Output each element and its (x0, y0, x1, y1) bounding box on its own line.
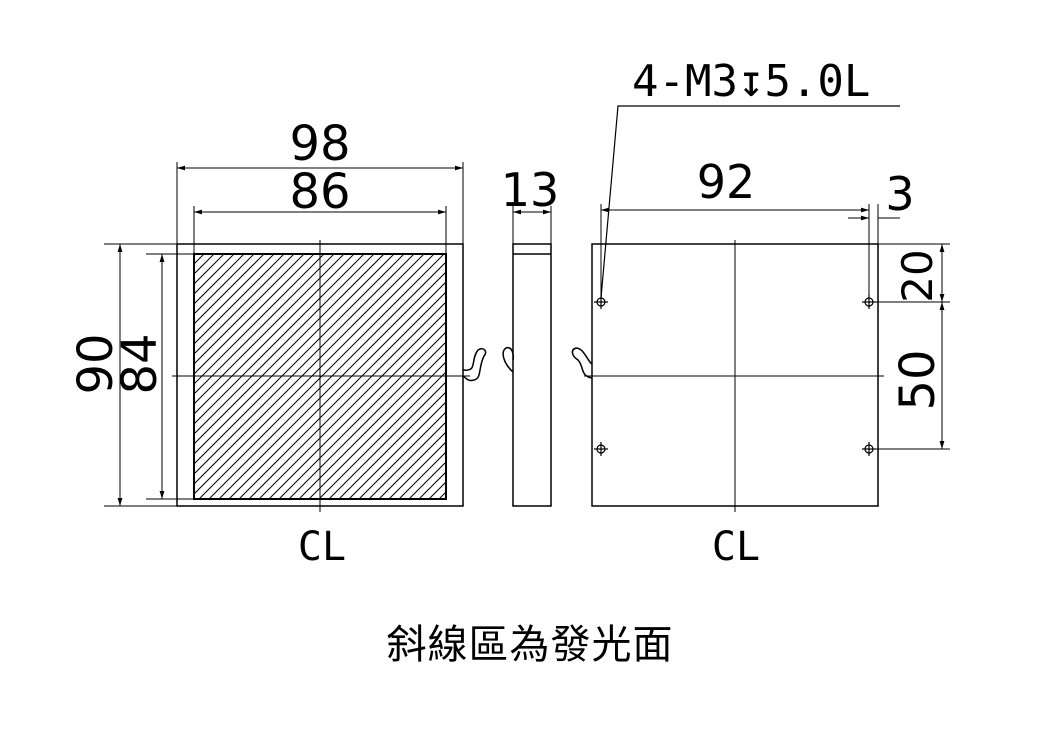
back-break-mark (571, 347, 593, 379)
side-body (512, 243, 552, 507)
dim-13: 13 (501, 163, 560, 217)
back-view (571, 105, 950, 512)
dim-50: 50 (890, 349, 946, 410)
hatch-line (388, 441, 446, 499)
hatch-line (328, 381, 446, 499)
hatch-line (358, 411, 446, 499)
dim-20: 20 (893, 249, 942, 302)
break-mark (462, 347, 487, 382)
back-centerline-label: CL (712, 524, 760, 570)
front-view (104, 162, 487, 512)
hatch-line (194, 254, 255, 315)
emitting-area-note: 斜線區為發光面 (386, 622, 674, 668)
hatch-line (338, 391, 446, 499)
front-centerline-label: CL (298, 524, 346, 570)
hatch-line (348, 401, 446, 499)
hatch-line (368, 421, 446, 499)
hole-callout: 4-M3↧5.0L (632, 56, 870, 107)
hatch-line (194, 254, 265, 325)
dim-84: 84 (112, 333, 168, 394)
side-break-mark (502, 346, 514, 373)
hatch-line (194, 254, 305, 365)
hole-callout-leader (600, 105, 900, 299)
hatch-line (194, 254, 285, 345)
dim-86: 86 (289, 164, 350, 220)
hatch-line (194, 254, 315, 375)
side-view (502, 206, 552, 507)
hatch-line (194, 254, 295, 355)
hatch-line (194, 254, 245, 305)
hatch-line (398, 451, 446, 499)
dim-92: 92 (697, 155, 756, 209)
dim-90: 90 (68, 333, 124, 394)
mounting-hole (594, 442, 608, 456)
dim-98: 98 (289, 116, 350, 172)
dim-3: 3 (885, 167, 914, 221)
hatch-line (194, 254, 275, 335)
hatch-line (378, 431, 446, 499)
